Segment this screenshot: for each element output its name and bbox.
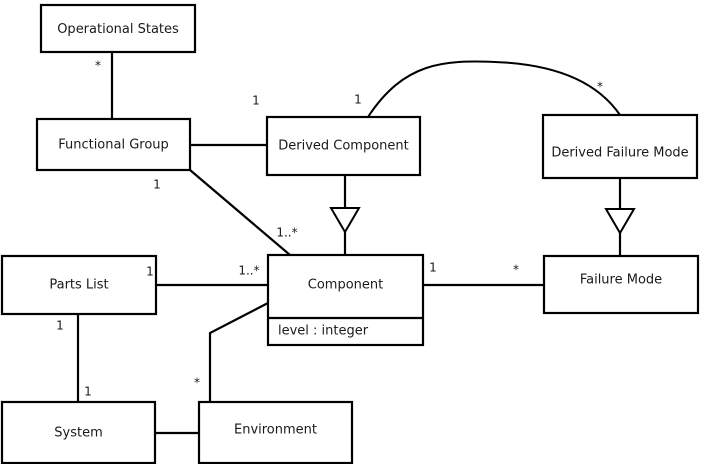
class-box-derived-component[interactable]: Derived Component [265,115,422,177]
association-derived-component-derived-failure-mode[interactable] [367,60,621,118]
association-component-environment[interactable] [208,302,269,402]
class-box-parts-list[interactable]: Parts List [0,254,158,316]
class-rect [542,254,700,315]
class-name-label: Failure Mode [580,273,662,288]
multiplicity-functional-group-component: 1 [153,178,161,192]
class-attribute-label: level : integer [278,324,369,339]
class-rect [0,400,157,464]
class-name-label: Environment [234,423,317,438]
class-rect [35,117,192,172]
multiplicity-functional-group-derived-component: 1 [252,94,260,108]
class-name-label: System [54,426,102,441]
generalization-derived-failure-mode-failure-mode[interactable] [604,178,636,256]
multiplicity-environment-component: * [194,376,200,390]
generalization-derived-component-component[interactable] [329,175,361,255]
class-rect [197,400,354,464]
association-lines [76,52,621,435]
class-rect [266,253,425,347]
multiplicity-system-parts-list: 1 [84,385,92,399]
generalization-triangle-icon [604,208,636,235]
multiplicity-component-functional-group: 1..* [276,226,297,240]
class-box-failure-mode[interactable]: Failure Mode [542,254,700,315]
multiplicity-parts-list-component: 1 [146,265,154,279]
multiplicity-derived-component-arc: 1 [354,93,362,107]
multiplicity-failure-mode-component: * [513,263,519,277]
generalization-triangle-icon [329,207,361,234]
multiplicity-labels: * 1 1 1..* 1 * 1 1..* 1 * 1 1 * [56,59,603,399]
class-name-label: Parts List [49,278,108,293]
class-box-environment[interactable]: Environment [197,400,354,464]
class-name-label: Derived Component [278,139,409,154]
class-name-label: Functional Group [58,138,169,153]
class-box-functional-group[interactable]: Functional Group [35,117,192,172]
class-rect [0,254,158,316]
class-rect [39,3,197,54]
multiplicity-component-failure-mode: 1 [429,261,437,275]
class-rect [541,113,699,180]
class-name-label: Component [308,278,383,293]
multiplicity-component-parts-list: 1..* [238,264,259,278]
multiplicity-derived-failure-mode-arc: * [597,80,603,94]
class-box-component[interactable]: Component level : integer [266,253,425,347]
multiplicity-parts-list-system: 1 [56,319,64,333]
class-box-derived-failure-mode[interactable]: Derived Failure Mode [541,113,699,180]
association-functional-group-component[interactable] [189,169,291,256]
class-rect [265,115,422,177]
class-name-label: Operational States [57,22,179,37]
class-box-system[interactable]: System [0,400,157,464]
class-box-operational-states[interactable]: Operational States [39,3,197,54]
multiplicity-operational-states: * [95,59,101,73]
class-name-label: Derived Failure Mode [551,146,688,161]
